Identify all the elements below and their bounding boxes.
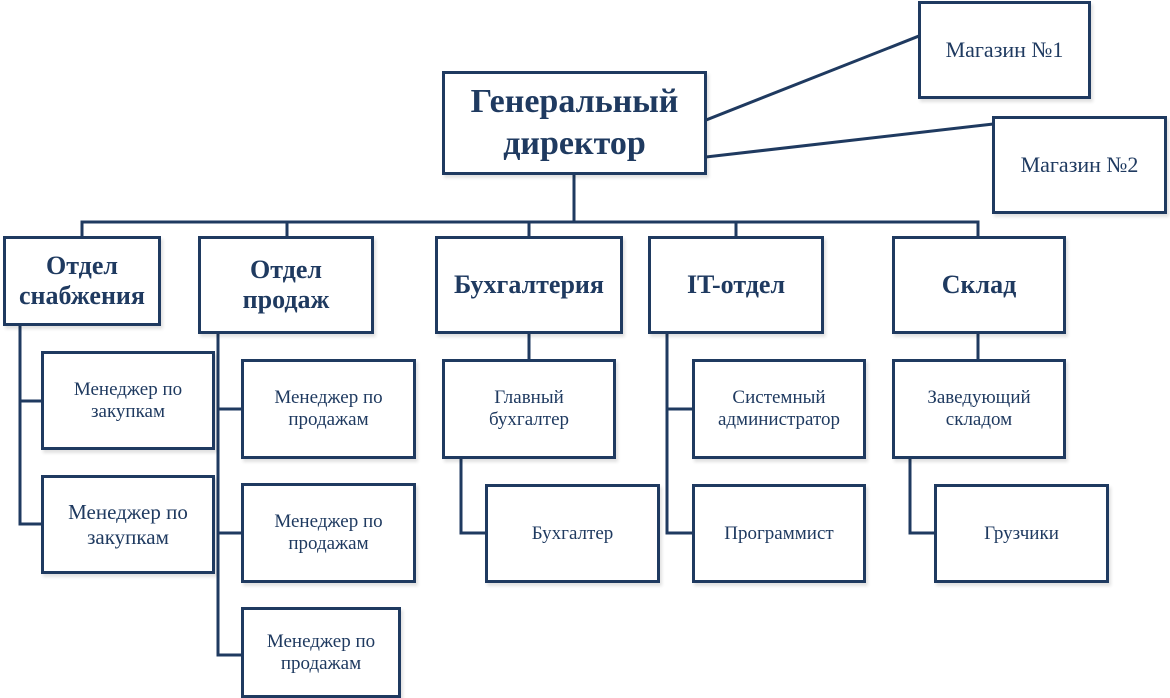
store-2-label: Магазин №2 [1020,152,1139,178]
dept-sales-box: Отдел продаж [198,236,374,334]
it-staff-2-box: Программист [692,484,866,583]
store-2-box: Магазин №2 [992,116,1167,214]
it-staff-2-label: Программист [724,522,834,544]
general-director-label: Генеральный директор [470,82,679,163]
warehouse-staff-2-box: Грузчики [934,484,1109,583]
warehouse-staff-2-label: Грузчики [984,522,1059,544]
sales-staff-3-box: Менеджер по продажам [241,607,401,698]
accounting-staff-1-box: Главный бухгалтер [442,359,616,459]
sales-staff-1-label: Менеджер по продажам [274,387,383,430]
warehouse-staff-1-label: Заведующий складом [927,387,1031,430]
accounting-staff-2-box: Бухгалтер [485,484,660,583]
it-staff-1-box: Системный администратор [692,359,866,459]
dept-it-box: IT-отдел [648,236,824,334]
dept-it-label: IT-отдел [686,270,786,300]
it-staff-1-label: Системный администратор [717,387,841,430]
supply-staff-2-box: Менеджер по закупкам [41,475,215,574]
sales-staff-2-box: Менеджер по продажам [241,483,416,583]
accounting-staff-1-label: Главный бухгалтер [488,387,570,430]
store-1-label: Магазин №1 [945,37,1064,63]
warehouse-staff-1-box: Заведующий складом [892,359,1066,459]
dept-accounting-label: Бухгалтерия [454,270,604,300]
connector-head-store-1 [704,34,921,122]
dept-supply-box: Отдел снабжения [3,236,161,326]
dept-warehouse-box: Склад [892,236,1066,334]
sales-staff-2-label: Менеджер по продажам [274,511,383,554]
sales-staff-3-label: Менеджер по продажам [266,630,376,674]
supply-staff-1-box: Менеджер по закупкам [41,351,215,450]
dept-supply-label: Отдел снабжения [19,251,145,310]
dept-sales-label: Отдел продаж [242,255,330,314]
sales-staff-1-box: Менеджер по продажам [241,359,416,459]
supply-staff-1-label: Менеджер по закупкам [73,378,183,422]
general-director-box: Генеральный директор [442,71,707,175]
accounting-staff-2-label: Бухгалтер [531,522,614,544]
supply-staff-2-label: Менеджер по закупкам [68,500,188,549]
dept-warehouse-label: Склад [941,270,1017,300]
store-1-box: Магазин №1 [918,1,1091,99]
connector-head-store-2 [704,122,995,159]
dept-accounting-box: Бухгалтерия [435,236,623,334]
